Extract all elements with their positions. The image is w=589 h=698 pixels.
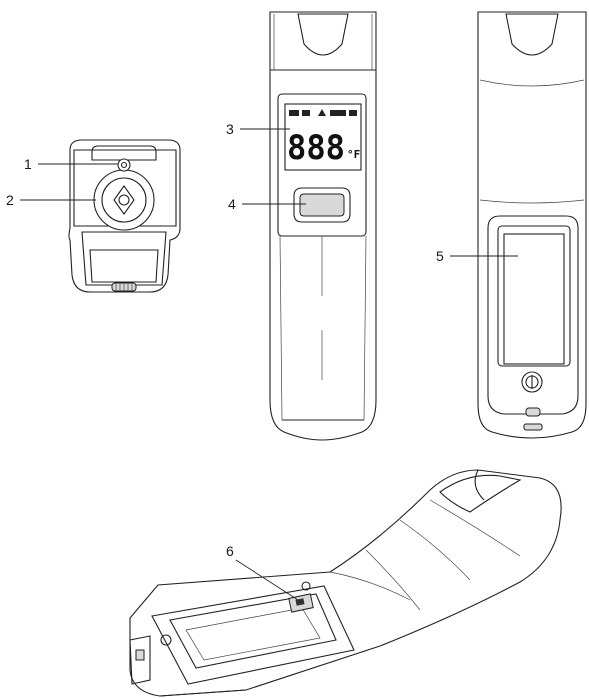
perspective-view bbox=[129, 469, 562, 697]
top-view bbox=[68, 139, 181, 293]
callout-label-3: 3 bbox=[226, 121, 234, 137]
battery-icon bbox=[330, 110, 346, 116]
callout-6: 6 bbox=[226, 543, 299, 601]
laser-aperture bbox=[117, 158, 131, 172]
sensor-lens-icon bbox=[113, 185, 135, 215]
callout-1: 1 bbox=[24, 156, 118, 172]
callout-3: 3 bbox=[226, 121, 290, 137]
warning-icon bbox=[318, 109, 326, 116]
lcd-unit: °F bbox=[347, 148, 360, 161]
lcd-digits: 888 bbox=[287, 128, 345, 168]
callout-label-6: 6 bbox=[226, 543, 234, 559]
callout-5: 5 bbox=[436, 248, 518, 264]
battery-compartment bbox=[151, 585, 355, 685]
callout-4: 4 bbox=[228, 196, 306, 212]
battery-cover bbox=[487, 215, 579, 415]
callout-label-2: 2 bbox=[6, 192, 14, 208]
callout-2: 2 bbox=[6, 192, 96, 208]
back-view bbox=[477, 11, 587, 439]
callout-label-1: 1 bbox=[24, 156, 32, 172]
callout-label-4: 4 bbox=[228, 196, 236, 212]
front-view: 888 °F bbox=[269, 11, 377, 441]
callout-label-5: 5 bbox=[436, 248, 444, 264]
